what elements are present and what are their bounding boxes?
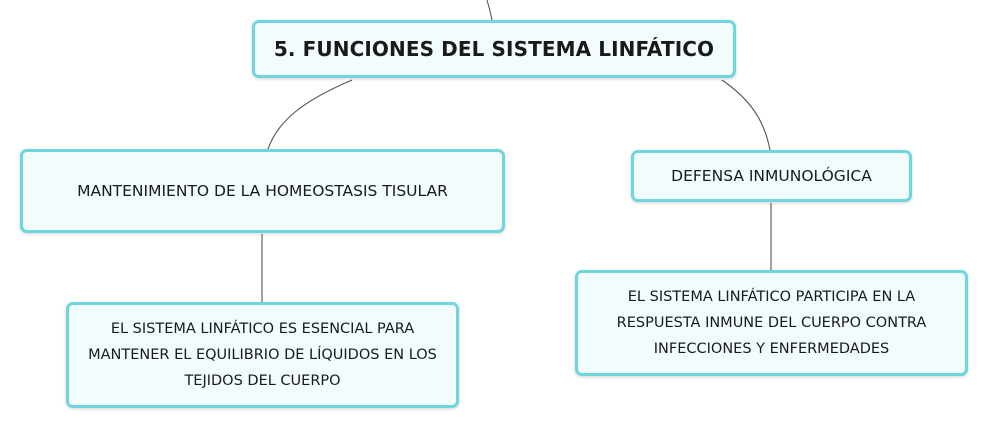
subtopic-defensa-detail[interactable]: EL SISTEMA LINFÁTICO PARTICIPA EN LA RES… — [575, 270, 968, 376]
subtopic-homeostasis-detail[interactable]: EL SISTEMA LINFÁTICO ES ESENCIAL PARA MA… — [66, 302, 459, 408]
root-topic[interactable]: 5. FUNCIONES DEL SISTEMA LINFÁTICO — [252, 20, 736, 78]
topic-defensa-label: DEFENSA INMUNOLÓGICA — [671, 167, 872, 185]
topic-homeostasis-label: MANTENIMIENTO DE LA HOMEOSTASIS TISULAR — [77, 182, 448, 200]
connector-incoming-root — [486, 0, 493, 21]
topic-defensa[interactable]: DEFENSA INMUNOLÓGICA — [631, 150, 912, 202]
connector-root-to-defensa — [721, 79, 771, 151]
topic-homeostasis[interactable]: MANTENIMIENTO DE LA HOMEOSTASIS TISULAR — [20, 149, 505, 233]
subtopic-homeostasis-detail-label: EL SISTEMA LINFÁTICO ES ESENCIAL PARA MA… — [88, 321, 437, 389]
subtopic-defensa-detail-label: EL SISTEMA LINFÁTICO PARTICIPA EN LA RES… — [616, 289, 927, 357]
root-topic-label: 5. FUNCIONES DEL SISTEMA LINFÁTICO — [273, 37, 715, 61]
connector-root-to-homeostasis — [267, 79, 353, 150]
